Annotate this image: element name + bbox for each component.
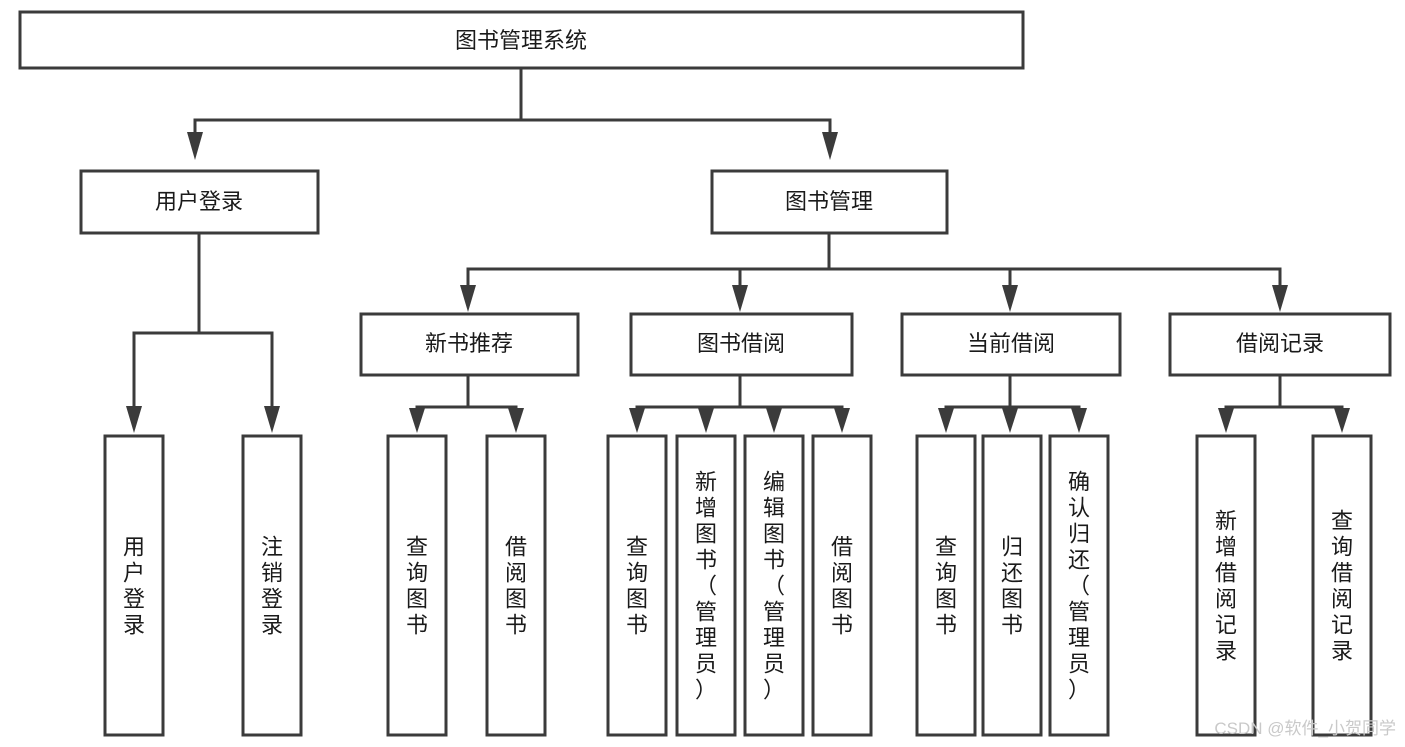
node-user-login[interactable]: 用户登录 xyxy=(79,169,320,235)
node-leaf-return-book[interactable]: 归还图书 xyxy=(981,434,1043,737)
arrow-head-leaf-query-book-1 xyxy=(409,408,425,433)
node-root-box[interactable] xyxy=(18,10,1025,70)
node-root-label: 图书管理系统 xyxy=(455,28,587,53)
node-leaf-query-book-1[interactable]: 查询图书 xyxy=(386,434,448,737)
node-current-borrow-label: 当前借阅 xyxy=(967,331,1055,356)
arrow-head-leaf-query-book-3 xyxy=(938,408,954,433)
node-leaf-add-book-admin-box[interactable] xyxy=(675,434,737,737)
watermark-label: CSDN @软件_小贺同学 xyxy=(1214,719,1396,738)
arrow-head-leaf-edit-book-admin xyxy=(766,408,782,433)
node-borrow-record[interactable]: 借阅记录 xyxy=(1168,312,1392,377)
node-leaf-logout-login-box[interactable] xyxy=(241,434,303,737)
node-leaf-user-login[interactable]: 用户登录 xyxy=(103,434,165,737)
node-leaf-return-book-label: 归还图书 xyxy=(1001,534,1023,637)
node-book-borrow-box[interactable] xyxy=(629,312,854,377)
node-leaf-query-book-1-label: 查询图书 xyxy=(406,534,428,637)
node-leaf-query-book-2-box[interactable] xyxy=(606,434,668,737)
arrow-head-user-login xyxy=(187,132,203,160)
node-book-borrow-label: 图书借阅 xyxy=(697,331,785,356)
arrow-head-leaf-user-login xyxy=(126,406,142,433)
node-leaf-logout-login-label: 注销登录 xyxy=(261,534,283,637)
node-leaf-query-book-3-label: 查询图书 xyxy=(935,534,957,637)
node-leaf-query-borrow-record[interactable]: 查询借阅记录 xyxy=(1311,434,1373,737)
arrow-head-book-borrow xyxy=(732,285,748,312)
node-book-manage-label: 图书管理 xyxy=(785,189,873,214)
node-leaf-edit-book-admin-label: 编辑图书（管理员） xyxy=(763,469,785,702)
node-user-login-box[interactable] xyxy=(79,169,320,235)
node-leaf-user-login-label: 用户登录 xyxy=(123,534,145,637)
arrow-head-leaf-borrow-book-1 xyxy=(508,408,524,433)
node-leaf-borrow-book-2[interactable]: 借阅图书 xyxy=(811,434,873,737)
arrow-head-leaf-add-book-admin xyxy=(698,408,714,433)
node-book-manage-box[interactable] xyxy=(710,169,949,235)
node-borrow-record-box[interactable] xyxy=(1168,312,1392,377)
node-leaf-edit-book-admin-box[interactable] xyxy=(743,434,805,737)
arrow-head-leaf-add-borrow-record xyxy=(1218,408,1234,433)
node-root[interactable]: 图书管理系统 xyxy=(18,10,1025,70)
node-leaf-add-borrow-record-box[interactable] xyxy=(1195,434,1257,737)
arrow-head-leaf-query-book-2 xyxy=(629,408,645,433)
node-leaf-return-book-box[interactable] xyxy=(981,434,1043,737)
node-leaf-add-book-admin[interactable]: 新增图书（管理员） xyxy=(675,434,737,737)
node-leaf-query-borrow-record-box[interactable] xyxy=(1311,434,1373,737)
node-leaf-confirm-return-admin-label: 确认归还（管理员） xyxy=(1068,469,1090,702)
arrow-head-leaf-logout-login xyxy=(264,406,280,433)
node-leaf-logout-login[interactable]: 注销登录 xyxy=(241,434,303,737)
node-leaf-borrow-book-2-label: 借阅图书 xyxy=(831,534,853,637)
arrow-head-leaf-confirm-return-admin xyxy=(1071,408,1087,433)
arrow-head-leaf-query-borrow-record xyxy=(1334,408,1350,433)
node-book-borrow[interactable]: 图书借阅 xyxy=(629,312,854,377)
node-current-borrow-box[interactable] xyxy=(900,312,1122,377)
node-leaf-add-borrow-record[interactable]: 新增借阅记录 xyxy=(1195,434,1257,737)
node-new-book-rec[interactable]: 新书推荐 xyxy=(359,312,580,377)
node-leaf-add-book-admin-label: 新增图书（管理员） xyxy=(695,469,717,702)
node-new-book-rec-label: 新书推荐 xyxy=(425,331,513,356)
node-leaf-borrow-book-1[interactable]: 借阅图书 xyxy=(485,434,547,737)
node-leaf-query-book-3[interactable]: 查询图书 xyxy=(915,434,977,737)
node-borrow-record-label: 借阅记录 xyxy=(1236,331,1324,356)
arrow-head-new-book-rec xyxy=(460,285,476,312)
node-leaf-confirm-return-admin[interactable]: 确认归还（管理员） xyxy=(1048,434,1110,737)
node-leaf-query-borrow-record-label: 查询借阅记录 xyxy=(1331,508,1353,663)
arrow-head-book-manage xyxy=(822,132,838,160)
arrow-head-leaf-return-book xyxy=(1002,408,1018,433)
node-leaf-query-book-2-label: 查询图书 xyxy=(626,534,648,637)
connector-layer xyxy=(126,66,1350,433)
node-user-login-label: 用户登录 xyxy=(155,189,243,214)
node-leaf-query-book-2[interactable]: 查询图书 xyxy=(606,434,668,737)
node-current-borrow[interactable]: 当前借阅 xyxy=(900,312,1122,377)
node-leaf-edit-book-admin[interactable]: 编辑图书（管理员） xyxy=(743,434,805,737)
node-new-book-rec-box[interactable] xyxy=(359,312,580,377)
node-leaf-borrow-book-2-box[interactable] xyxy=(811,434,873,737)
node-book-manage[interactable]: 图书管理 xyxy=(710,169,949,235)
node-leaf-user-login-box[interactable] xyxy=(103,434,165,737)
node-leaf-borrow-book-1-label: 借阅图书 xyxy=(505,534,527,637)
arrow-head-current-borrow xyxy=(1002,285,1018,312)
node-leaf-borrow-book-1-box[interactable] xyxy=(485,434,547,737)
node-leaf-confirm-return-admin-box[interactable] xyxy=(1048,434,1110,737)
arrow-head-leaf-borrow-book-2 xyxy=(834,408,850,433)
node-leaf-query-book-3-box[interactable] xyxy=(915,434,977,737)
node-leaf-add-borrow-record-label: 新增借阅记录 xyxy=(1215,508,1237,663)
node-leaf-query-book-1-box[interactable] xyxy=(386,434,448,737)
arrow-head-borrow-record xyxy=(1272,285,1288,312)
